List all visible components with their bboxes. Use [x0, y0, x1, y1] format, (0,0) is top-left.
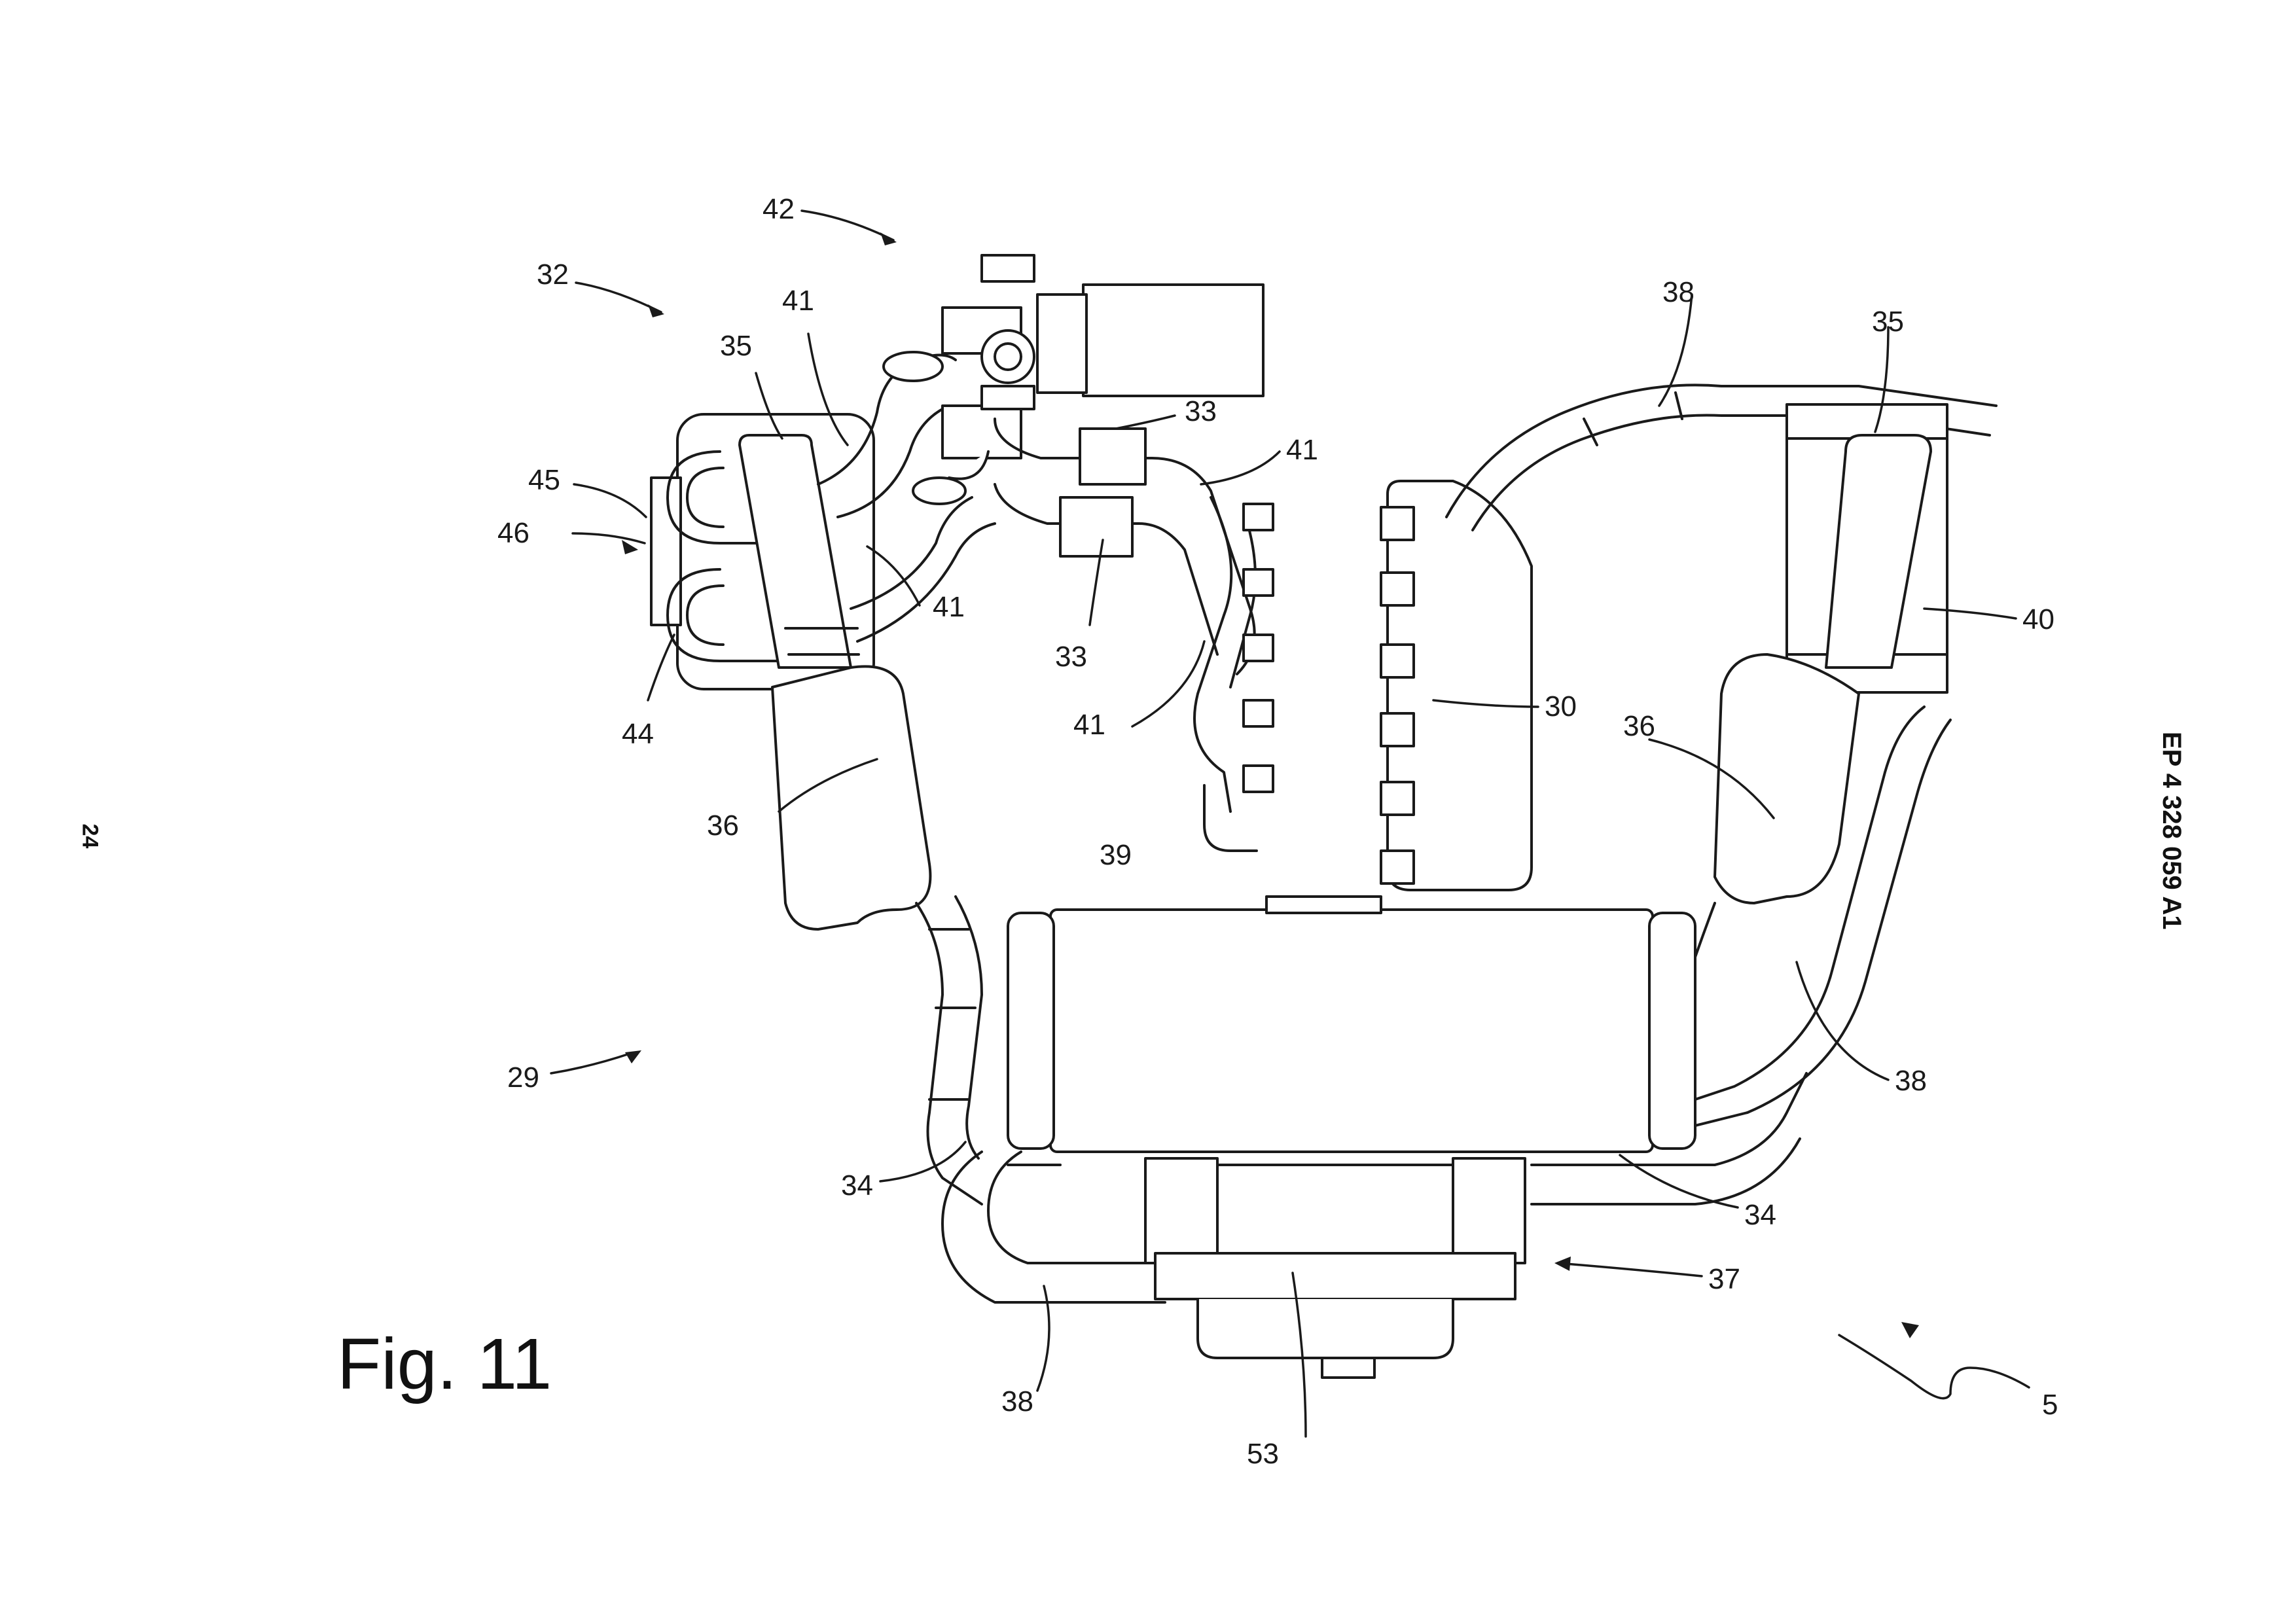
- ref-38-top: 38: [1662, 278, 1695, 307]
- ref-30: 30: [1545, 692, 1577, 721]
- bottom-valve-assembly: [1145, 1158, 1525, 1378]
- ref-33-bottom: 33: [1055, 643, 1087, 671]
- ref-41-center: 41: [1286, 436, 1318, 465]
- right-housing: [1787, 404, 1947, 692]
- center-manifold: [1204, 504, 1273, 851]
- ref-41-top: 41: [782, 287, 814, 315]
- ref-41-left: 41: [933, 593, 965, 622]
- ref-40: 40: [2022, 605, 2054, 634]
- ref-44: 44: [622, 720, 654, 749]
- ref-36-left: 36: [707, 812, 739, 840]
- ref-32: 32: [537, 260, 569, 289]
- ref-34-right: 34: [1744, 1201, 1776, 1230]
- ref-45: 45: [528, 466, 560, 495]
- center-pipes: [995, 419, 1255, 812]
- page-number: 24: [77, 824, 102, 849]
- figure-caption: Fig. 11: [337, 1329, 552, 1400]
- right-heat-shroud: [1715, 654, 1859, 903]
- ref-33-top: 33: [1185, 397, 1217, 426]
- ref-39: 39: [1100, 841, 1132, 870]
- publication-number: EP 4 328 059 A1: [2157, 732, 2186, 929]
- ref-29: 29: [507, 1063, 539, 1092]
- ref-35-right: 35: [1872, 308, 1904, 336]
- ref-37: 37: [1708, 1265, 1740, 1294]
- ref-42: 42: [762, 195, 795, 224]
- ref-34-left: 34: [841, 1171, 873, 1200]
- ref-38-bottom: 38: [1001, 1387, 1033, 1416]
- central-muffler: [1008, 897, 1695, 1152]
- ref-35-left: 35: [720, 332, 752, 361]
- part-30-manifold: [1381, 481, 1532, 890]
- ref-38-right: 38: [1895, 1067, 1927, 1096]
- ref-53: 53: [1247, 1440, 1279, 1469]
- ref-41-bottom: 41: [1073, 711, 1105, 740]
- ref-46: 46: [497, 519, 529, 548]
- ref-36-right: 36: [1623, 712, 1655, 741]
- ref-5: 5: [2042, 1391, 2058, 1419]
